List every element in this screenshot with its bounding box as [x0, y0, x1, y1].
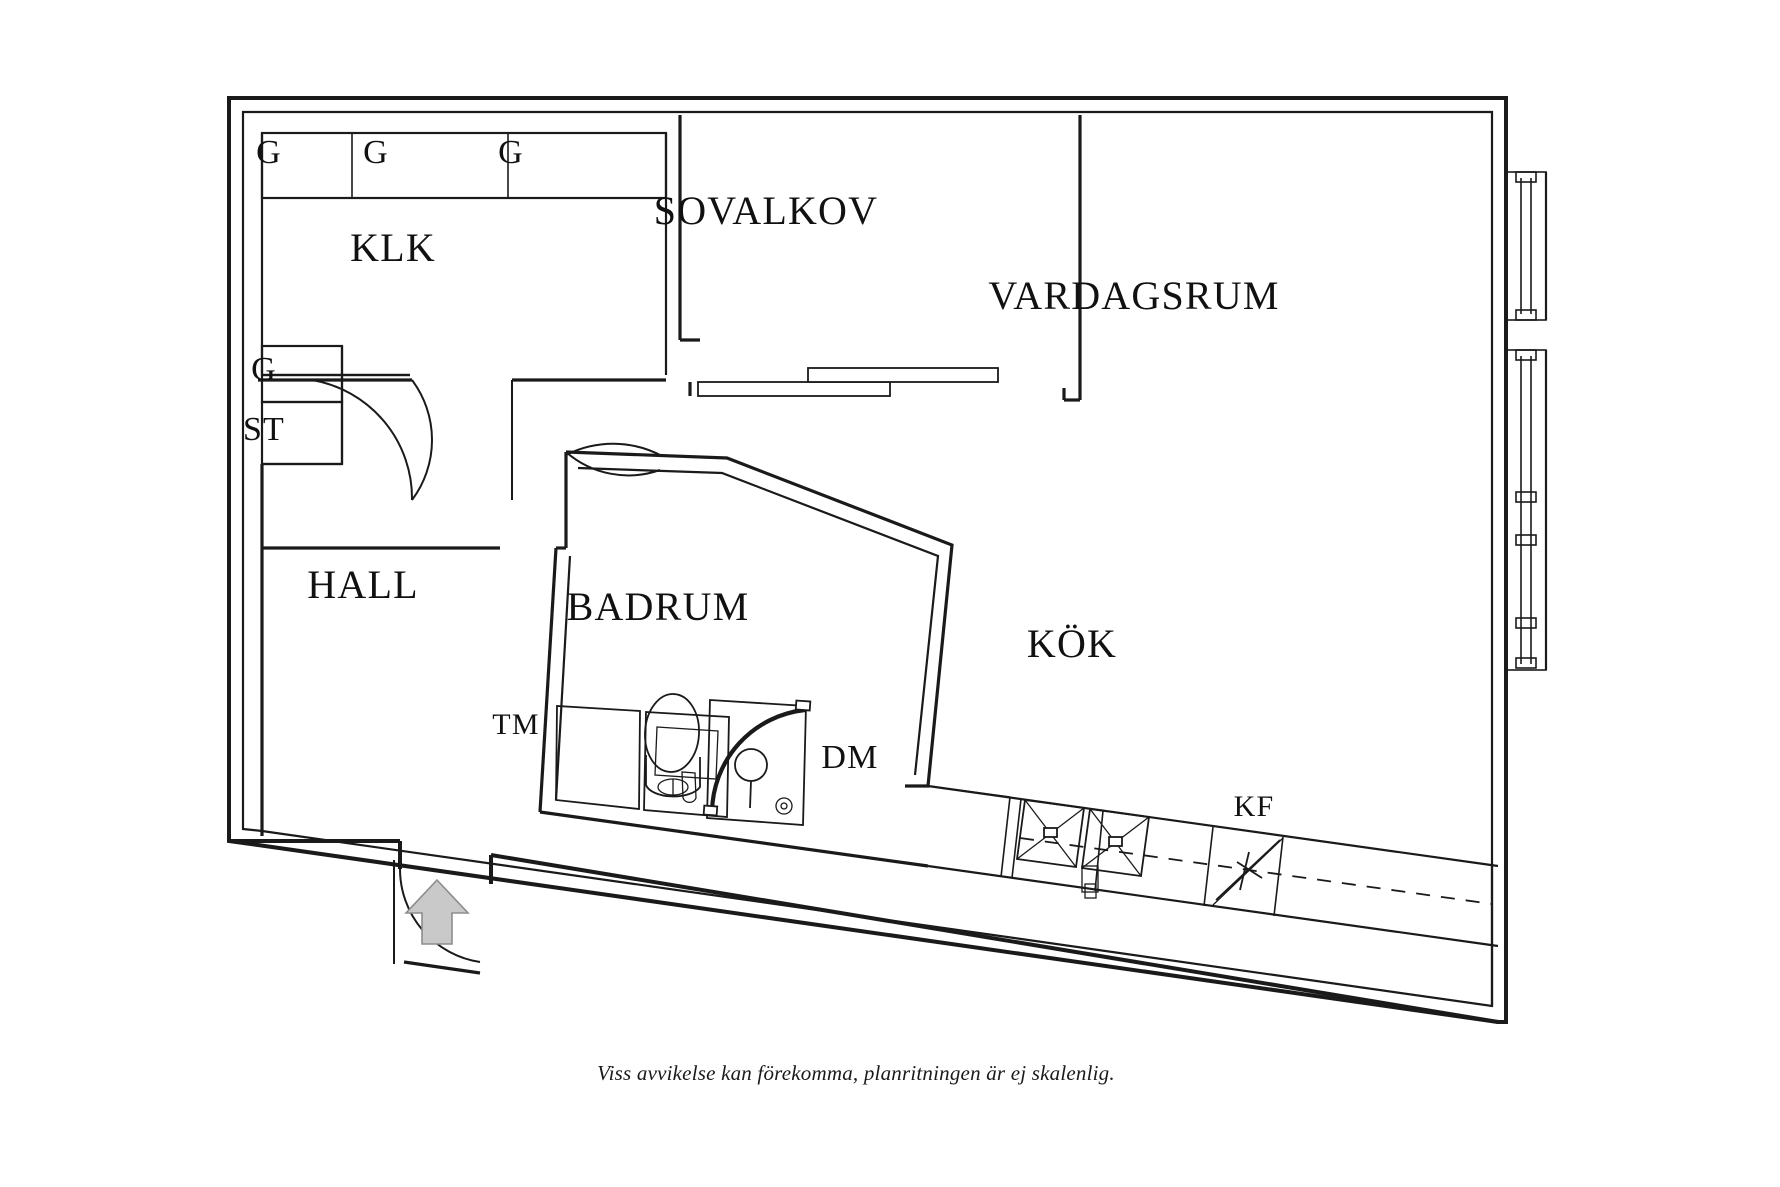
room-sovalkov-walls	[678, 115, 1082, 402]
appliance-label-kf: KF	[1234, 790, 1275, 823]
appliance-label-tm: TM	[492, 708, 539, 741]
storage-boxes-left	[260, 344, 344, 548]
kitchen-counter	[927, 784, 1499, 948]
sliding-door[interactable]	[697, 367, 999, 397]
living-room-window-lower	[1505, 349, 1547, 671]
storage-label-g1: G	[256, 134, 282, 171]
hall-lower-wall	[229, 839, 1499, 1024]
storage-label-g3: G	[498, 134, 524, 171]
dishwasher-unit	[927, 785, 1011, 798]
closet-door[interactable]	[311, 379, 513, 501]
corner-shower	[702, 699, 812, 826]
living-room-windows	[1505, 171, 1548, 671]
room-klk-walls	[258, 131, 668, 382]
disclaimer-caption: Viss avvikelse kan förekomma, planritnin…	[597, 1061, 1115, 1085]
room-label-badrum: BADRUM	[567, 584, 750, 629]
storage-label-g2: G	[363, 134, 389, 171]
stove-hob	[1015, 798, 1151, 899]
room-label-sovalkov: SOVALKOV	[654, 188, 878, 233]
toilet	[644, 693, 701, 798]
appliance-labels: TM DM KF	[492, 708, 1275, 823]
washing-machine	[555, 705, 641, 811]
entrance-door[interactable]	[393, 841, 493, 975]
storage-labels: G G G G ST	[243, 134, 524, 448]
room-label-kok: KÖK	[1027, 621, 1117, 666]
room-badrum-walls	[538, 450, 954, 868]
storage-label-st: ST	[243, 411, 285, 448]
room-labels: KLK SOVALKOV VARDAGSRUM HALL BADRUM KÖK	[307, 188, 1279, 666]
living-room-window-upper	[1505, 171, 1547, 321]
room-label-hall: HALL	[307, 562, 418, 607]
bathroom-door[interactable]	[565, 442, 663, 477]
room-hall-walls	[260, 546, 500, 836]
kitchen-sink	[1212, 837, 1284, 906]
room-label-vardagsrum: VARDAGSRUM	[988, 273, 1279, 318]
appliance-label-dm: DM	[821, 739, 878, 776]
entrance-direction-arrow	[404, 878, 470, 945]
storage-label-g4: G	[251, 351, 277, 388]
room-label-klk: KLK	[350, 225, 436, 270]
